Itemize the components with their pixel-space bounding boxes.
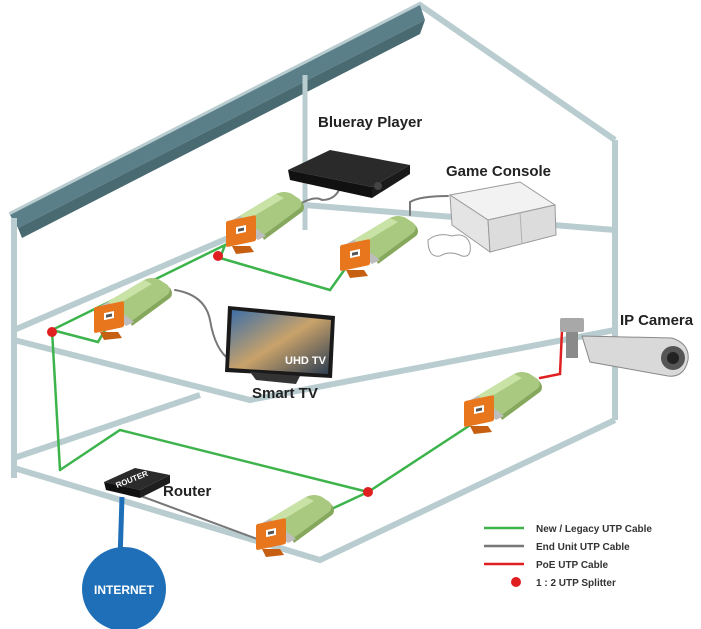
legend-label: New / Legacy UTP Cable bbox=[536, 524, 652, 535]
splitter-dot bbox=[363, 487, 373, 497]
legend-label: 1 : 2 UTP Splitter bbox=[536, 578, 616, 589]
house bbox=[8, 1, 618, 564]
internet-circle bbox=[82, 547, 166, 629]
label-ip-camera: IP Camera bbox=[620, 312, 694, 329]
internet-link bbox=[82, 496, 166, 629]
label-router: Router bbox=[163, 483, 211, 500]
splitters bbox=[47, 251, 373, 497]
smart-tv-device bbox=[225, 306, 335, 384]
splitter-dot bbox=[47, 327, 57, 337]
adapter-unit bbox=[226, 192, 304, 254]
end-unit-cable bbox=[297, 187, 341, 206]
splitter-dot bbox=[213, 251, 223, 261]
poe-cable bbox=[538, 328, 564, 380]
internet-text: INTERNET bbox=[94, 583, 155, 597]
cables bbox=[50, 187, 564, 541]
tv-screen-text: UHD TV bbox=[285, 355, 327, 367]
legend-swatch-splitter bbox=[511, 577, 521, 587]
label-game-console: Game Console bbox=[446, 163, 551, 180]
roof bbox=[10, 5, 425, 228]
controller-icon bbox=[427, 234, 471, 257]
label-blueray-player: Blueray Player bbox=[318, 114, 422, 131]
router-device bbox=[104, 468, 170, 498]
label-smart-tv: Smart TV bbox=[252, 385, 318, 402]
blueray-player-device bbox=[288, 150, 410, 198]
ip-camera-device bbox=[560, 318, 689, 377]
adapter-unit bbox=[464, 372, 542, 434]
legend-label: End Unit UTP Cable bbox=[536, 542, 630, 553]
new-utp-cable bbox=[50, 242, 352, 472]
legend: New / Legacy UTP Cable End Unit UTP Cabl… bbox=[484, 524, 652, 589]
adapter-unit bbox=[94, 278, 172, 340]
game-console-device bbox=[427, 181, 557, 257]
adapter-unit bbox=[256, 495, 334, 557]
legend-label: PoE UTP Cable bbox=[536, 560, 608, 571]
adapter-unit bbox=[340, 216, 418, 278]
